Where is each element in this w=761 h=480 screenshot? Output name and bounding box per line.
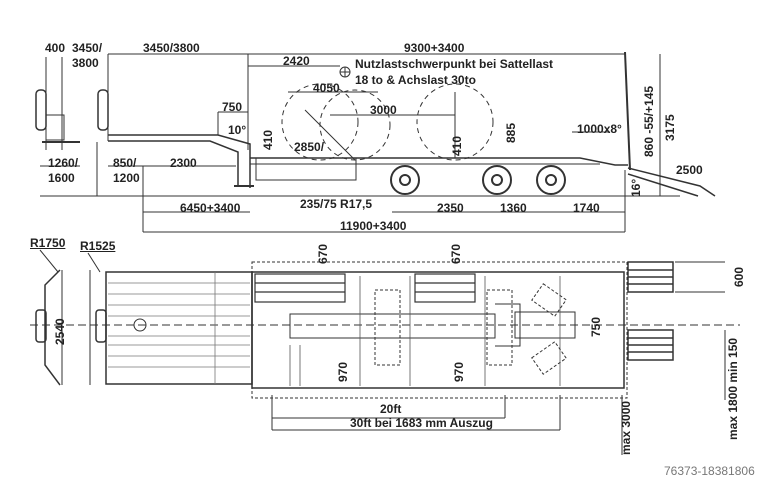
dim-2500: 2500 xyxy=(676,163,703,177)
dim-3800: 3800 xyxy=(72,56,99,70)
dim-9300-3400: 9300+3400 xyxy=(404,41,465,55)
dim-11900-3400: 11900+3400 xyxy=(340,219,407,233)
radius-1525: R1525 xyxy=(80,239,116,253)
dim-2540: 2540 xyxy=(53,318,67,345)
dim-750: 750 xyxy=(222,100,243,114)
dim-670-b: 670 xyxy=(449,243,463,264)
rear-ramp xyxy=(627,261,674,293)
payload-note-line2: 18 to & Achslast 30to xyxy=(355,73,476,87)
payload-note-line1: Nutzlastschwerpunkt bei Sattellast xyxy=(355,57,554,71)
dim-850: 850/ xyxy=(113,156,137,170)
dim-410-rear: 410 xyxy=(450,135,464,156)
wheel xyxy=(536,165,566,195)
dim-1200: 1200 xyxy=(113,171,140,185)
dim-1260: 1260/ xyxy=(48,156,79,170)
dim-400: 400 xyxy=(45,41,66,55)
dim-3000: 3000 xyxy=(370,103,397,117)
dim-max-3000: max 3000 xyxy=(619,400,633,455)
angle-16: 16° xyxy=(629,178,643,197)
dim-6450-3400: 6450+3400 xyxy=(180,201,241,215)
container-20ft: 20ft xyxy=(380,402,402,416)
wheel xyxy=(390,165,420,195)
dim-3450: 3450/ xyxy=(72,41,103,55)
rear-ramp xyxy=(627,329,674,361)
dim-970-a: 970 xyxy=(336,361,350,382)
angle-10: 10° xyxy=(228,123,247,137)
dim-1000x8: 1000x8° xyxy=(577,122,622,136)
dim-2350: 2350 xyxy=(437,201,464,215)
tyre-size: 235/75 R17,5 xyxy=(300,197,373,211)
dim-970-b: 970 xyxy=(452,361,466,382)
container-30ft: 30ft bei 1683 mm Auszug xyxy=(350,416,493,430)
dim-885: 885 xyxy=(504,122,518,143)
watermark-id: 76373-18381806 xyxy=(664,464,755,478)
dim-1360: 1360 xyxy=(500,201,527,215)
radius-1750: R1750 xyxy=(30,236,66,250)
dim-750-top: 750 xyxy=(589,316,603,337)
dim-860: 860 -55/+145 xyxy=(642,85,656,157)
dim-1600: 1600 xyxy=(48,171,75,185)
dim-4050: 4050 xyxy=(313,81,340,95)
dim-670-a: 670 xyxy=(316,243,330,264)
dim-2300: 2300 xyxy=(170,156,197,170)
dim-3450-3800: 3450/3800 xyxy=(143,41,200,55)
dim-3175: 3175 xyxy=(663,114,677,141)
side-view-drawing xyxy=(35,51,716,233)
dim-2420: 2420 xyxy=(283,54,310,68)
wheel xyxy=(482,165,512,195)
dim-600: 600 xyxy=(732,266,746,287)
dim-max-1800-min-150: max 1800 min 150 xyxy=(726,337,740,440)
dim-1740: 1740 xyxy=(573,201,600,215)
dim-410-front: 410 xyxy=(261,129,275,150)
top-view-drawing xyxy=(30,249,740,455)
dim-2850: 2850/ xyxy=(294,140,325,154)
